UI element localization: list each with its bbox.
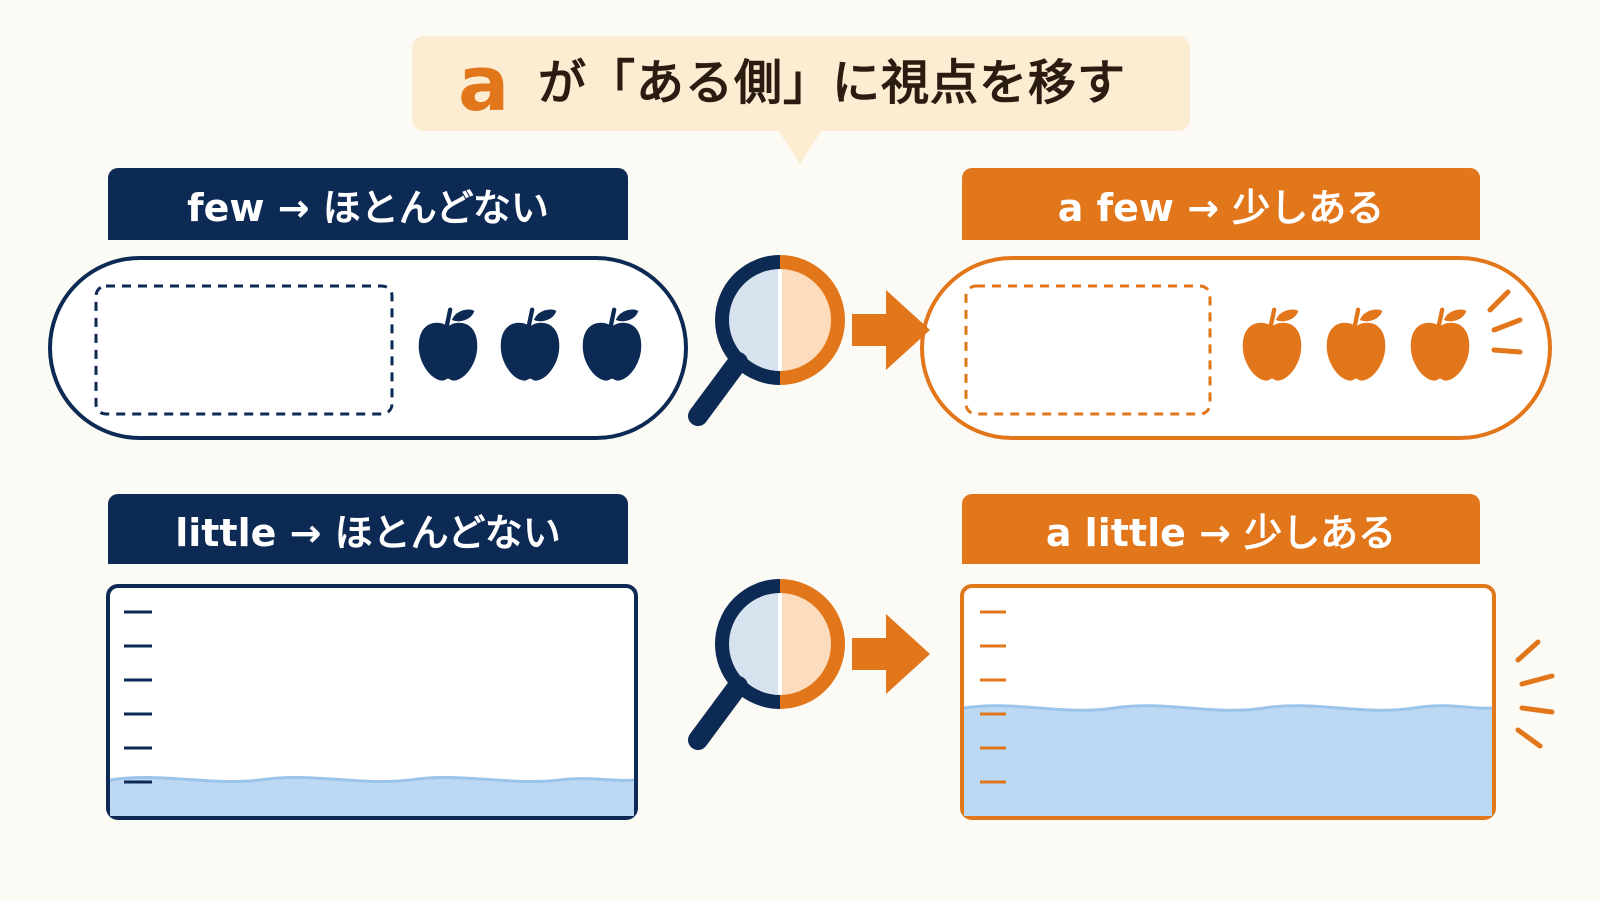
measuring-ticks [980, 610, 1006, 784]
a-few-container [920, 256, 1552, 440]
label-a-few: a few → 少しある [962, 168, 1480, 240]
label-a-little: a little → 少しある [962, 494, 1480, 564]
a-little-container [960, 584, 1555, 820]
label-few: few → ほとんどない [108, 168, 628, 240]
magnifier-icon [698, 586, 838, 740]
magnifier-lower [698, 586, 930, 740]
magnifier-icon [698, 262, 838, 416]
arrow-right-icon [852, 290, 930, 370]
measuring-ticks [124, 610, 152, 784]
emphasis-lines-icon [1515, 639, 1555, 749]
title-bubble [412, 36, 1190, 131]
arrow-right-icon [852, 614, 930, 694]
magnifier-upper [698, 262, 930, 416]
little-container [106, 584, 638, 820]
water-fill-little [110, 777, 634, 816]
emphasis-lines-icon [1487, 289, 1523, 355]
few-container [48, 256, 688, 440]
water-fill-a-little [964, 705, 1492, 816]
title-text: が「ある側」に視点を移す [538, 55, 1127, 111]
title-letter-a: a [458, 39, 510, 128]
label-little: little → ほとんどない [108, 494, 628, 564]
title-bubble-tail [778, 130, 822, 164]
